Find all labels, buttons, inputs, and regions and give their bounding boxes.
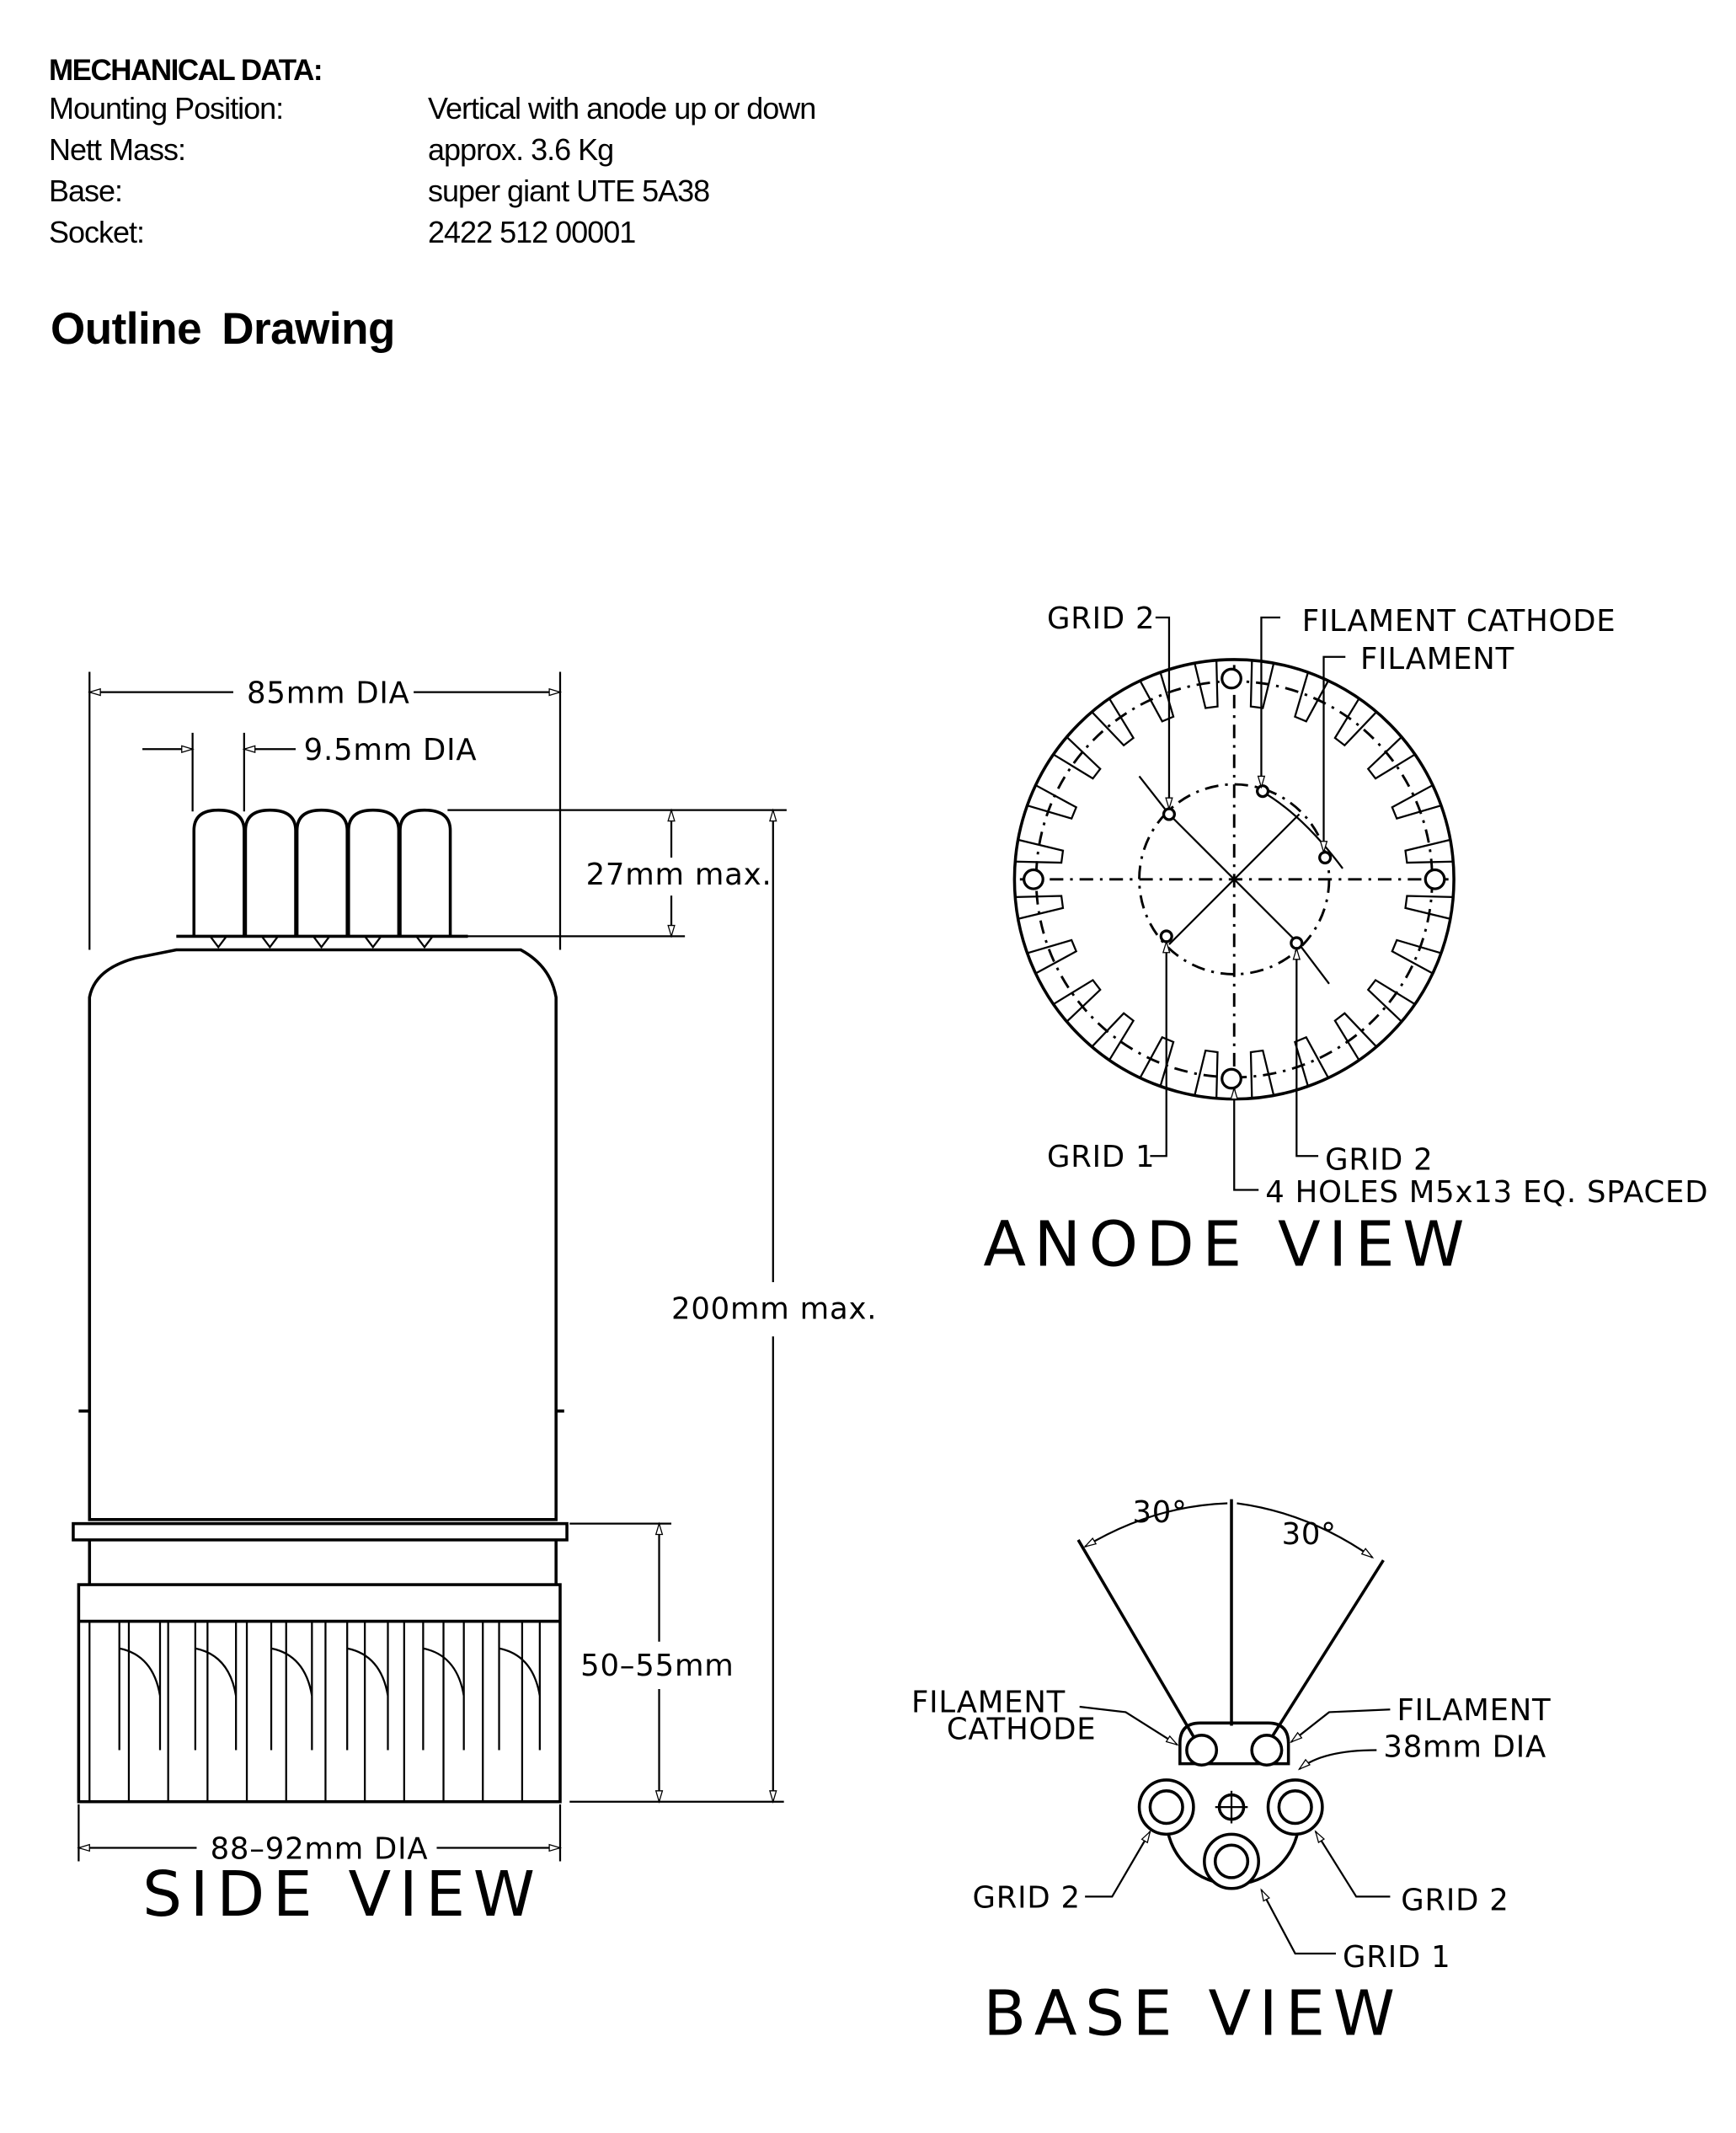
- side-view: 85mm DIA 9.5mm DIA 27mm max. 200mm max. …: [72, 671, 877, 1931]
- angle-30-left: 30°: [1132, 1495, 1187, 1530]
- label-filament: FILAMENT: [1397, 1693, 1551, 1728]
- label-4-holes: 4 HOLES M5x13 EQ. SPACED: [1265, 1175, 1708, 1210]
- mechanical-data: MECHANICAL DATA: Mounting Position: Verti…: [49, 54, 816, 253]
- spec-label: Base:: [49, 174, 123, 208]
- anode-view: GRID 2 FILAMENT CATHODE FILAMENT GRID 1 …: [983, 601, 1708, 1281]
- anode-view-title: ANODE VIEW: [983, 1209, 1472, 1281]
- spec-label: Mounting Position:: [49, 91, 284, 126]
- cooling-fin: [1249, 1049, 1275, 1099]
- cooling-fin: [1091, 1012, 1135, 1061]
- cooling-fin: [1194, 660, 1219, 709]
- cooling-fin: [1333, 698, 1377, 747]
- cooling-fin: [1391, 784, 1442, 821]
- spec-value: 2422 512 00001: [428, 215, 636, 249]
- cooling-fin: [1139, 671, 1175, 723]
- label-grid-1: GRID 1: [1343, 1940, 1450, 1975]
- dim-9-5mm-dia: 9.5mm DIA: [304, 733, 478, 767]
- anode-pin: [192, 808, 246, 937]
- cooling-fin: [1404, 838, 1454, 864]
- cooling-fin: [1091, 698, 1135, 747]
- dim-38mm-dia: 38mm DIA: [1383, 1730, 1546, 1765]
- cooling-fin: [1404, 895, 1454, 920]
- label-grid-2: GRID 2: [1047, 601, 1155, 636]
- base-fins: [77, 1583, 562, 1804]
- cooling-fin: [1053, 736, 1102, 780]
- cooling-fin: [1027, 938, 1078, 975]
- base-view-title: BASE VIEW: [983, 1978, 1402, 2050]
- anode-pin: [347, 808, 401, 937]
- label-grid-1: GRID 1: [1047, 1140, 1155, 1174]
- spec-row: Mounting Position: Vertical with anode up…: [49, 88, 816, 129]
- cooling-fin: [1053, 978, 1102, 1023]
- dim-85mm-dia: 85mm DIA: [247, 676, 410, 710]
- anode-pins: [176, 808, 468, 949]
- label-grid-2: GRID 2: [972, 1880, 1080, 1915]
- cooling-fin: [1249, 660, 1275, 709]
- dim-27mm-max: 27mm max.: [586, 858, 772, 892]
- cooling-fin: [1027, 784, 1078, 821]
- tube-body: [88, 948, 558, 1521]
- cooling-fin: [1366, 978, 1416, 1023]
- anode-pin: [295, 808, 349, 937]
- cooling-fin: [1391, 938, 1442, 975]
- spec-value: approx. 3.6 Kg: [428, 132, 614, 167]
- cooling-fin: [1015, 895, 1065, 920]
- flange: [72, 1521, 569, 1542]
- cooling-fin: [1294, 671, 1329, 723]
- cooling-fin: [1194, 1049, 1219, 1099]
- dim-88-92mm-dia: 88–92mm DIA: [211, 1831, 429, 1866]
- side-view-title: SIDE VIEW: [142, 1858, 543, 1931]
- outline-drawing-title: Outline Drawing: [51, 304, 395, 354]
- label-filament: FILAMENT: [1360, 642, 1514, 676]
- spec-label: Nett Mass:: [49, 132, 186, 167]
- cooling-fin: [1333, 1012, 1377, 1061]
- label-cathode: CATHODE: [947, 1713, 1097, 1747]
- label-filament-cathode: FILAMENT CATHODE: [1302, 604, 1616, 639]
- spec-value: Vertical with anode up or down: [428, 91, 816, 126]
- spec-row: Socket: 2422 512 00001: [49, 211, 815, 253]
- spec-label: Socket:: [49, 215, 145, 249]
- label-grid-2: GRID 2: [1401, 1884, 1509, 1918]
- angle-30-right: 30°: [1282, 1517, 1337, 1552]
- dim-200mm-max: 200mm max.: [671, 1291, 877, 1326]
- spec-row: Nett Mass: approx. 3.6 Kg: [49, 129, 815, 170]
- cooling-fin: [1015, 838, 1065, 864]
- spec-value: super giant UTE 5A38: [428, 174, 710, 208]
- base-view: 30° 30° FILAMENT CATHODE FILAMENT 38mm D…: [911, 1495, 1551, 2050]
- label-filament: FILAMENT: [911, 1685, 1066, 1719]
- cooling-fin: [1366, 736, 1416, 780]
- dim-50-55mm: 50–55mm: [580, 1649, 734, 1683]
- anode-pin: [243, 808, 297, 937]
- spec-row: Base: super giant UTE 5A38: [49, 170, 815, 211]
- anode-pin: [398, 808, 452, 937]
- mechanical-heading: MECHANICAL DATA:: [49, 54, 323, 87]
- label-grid-2: GRID 2: [1325, 1142, 1433, 1177]
- cooling-fin: [1294, 1035, 1329, 1087]
